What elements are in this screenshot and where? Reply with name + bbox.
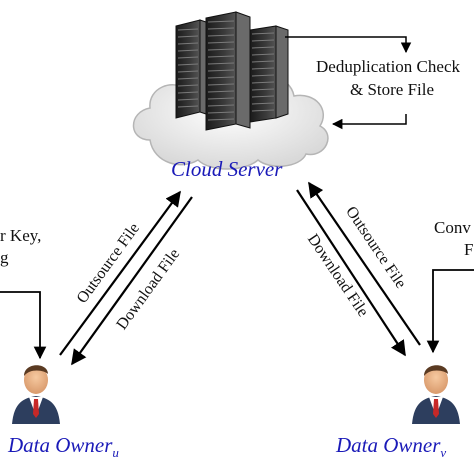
left-owner-subscript: u [112, 445, 119, 461]
left-download-arrow [71, 196, 193, 366]
left-outsource-arrow [59, 190, 181, 356]
self-loop-label-line-2: & Store File [350, 80, 435, 99]
left-owner-name: Data Owner [8, 433, 113, 457]
left-owner-label: Data Owneru [8, 433, 119, 461]
right-owner-name: Data Owner [336, 433, 441, 457]
server-rack-icon [175, 11, 289, 131]
left-outsource-label: Outsource File [74, 220, 143, 307]
right-download-label: Download File [304, 231, 372, 320]
left-side-arrow [0, 291, 47, 360]
right-side-arrow [426, 269, 474, 354]
right-outsource-arrow [308, 181, 421, 346]
left-side-text-line-2: g [0, 248, 9, 267]
left-side-text-line-1: r Key, [0, 226, 42, 245]
right-owner-subscript: v [440, 445, 447, 461]
right-owner-label: Data Ownerv [336, 433, 446, 461]
self-loop-label-line-1: Deduplication Check [316, 57, 460, 76]
user-avatar-icon [12, 365, 60, 424]
right-side-text-line-2: F [464, 240, 474, 259]
right-side-text-line-1: Conv [434, 218, 471, 237]
user-avatar-icon [412, 365, 460, 424]
self-loop-arrow [285, 36, 412, 130]
cloud-server-label: Cloud Server [171, 157, 283, 181]
right-download-arrow [296, 189, 406, 357]
